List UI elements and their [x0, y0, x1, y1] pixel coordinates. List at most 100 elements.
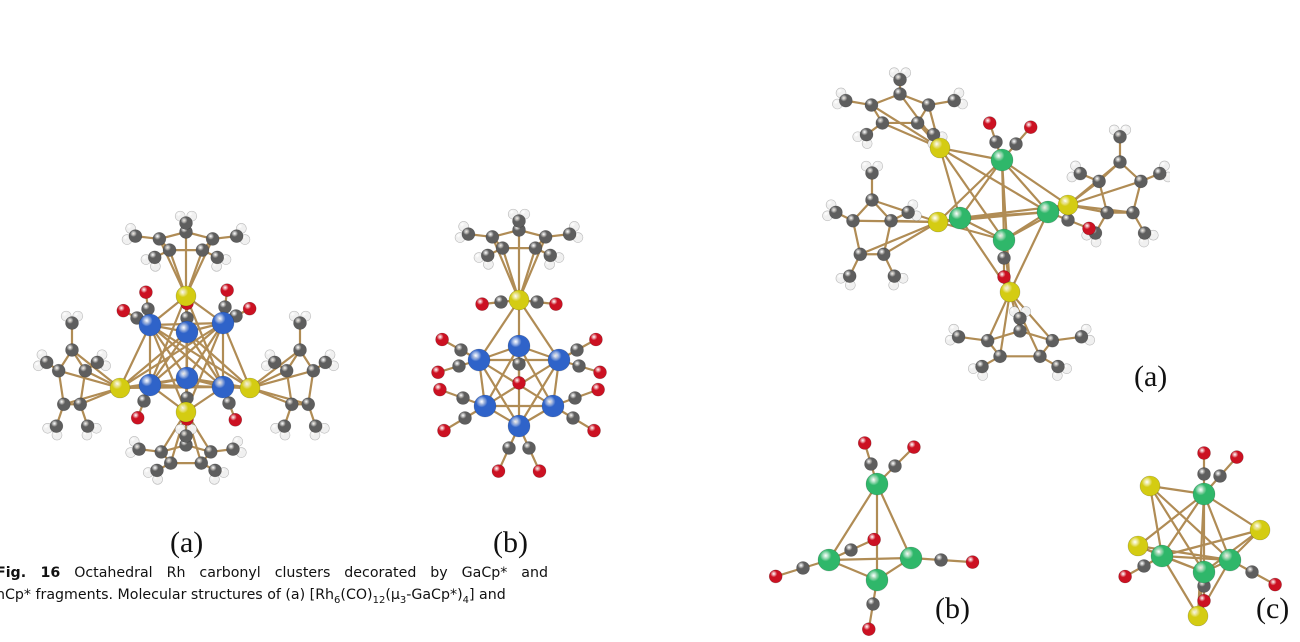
carbon-atom — [454, 343, 468, 357]
carbon-atom — [163, 456, 178, 470]
bond — [148, 323, 188, 414]
oxygen-atom — [431, 365, 445, 380]
carbon-atom — [78, 363, 93, 378]
bond — [477, 298, 521, 362]
carbon-atom — [1100, 205, 1114, 220]
carbon-atom — [853, 247, 868, 262]
blue-atom — [138, 373, 162, 397]
green-atom — [1192, 560, 1216, 584]
blue-atom — [507, 334, 531, 358]
bond — [827, 556, 913, 562]
blue-atom — [507, 414, 531, 438]
carbon-atom — [568, 391, 582, 405]
bond — [1136, 544, 1232, 562]
bond — [859, 220, 940, 256]
carbon-atom — [205, 232, 220, 246]
bond — [148, 294, 188, 387]
blue-atom — [467, 348, 491, 372]
carbon-atom — [284, 397, 299, 412]
bond — [1000, 158, 1012, 294]
oxygen-atom — [1230, 450, 1244, 464]
carbon-atom — [865, 166, 879, 180]
carbon-atom — [90, 355, 105, 370]
oxygen-atom — [242, 301, 257, 316]
carbon-atom — [301, 397, 316, 412]
carbon-atom — [39, 355, 54, 370]
carbon-atom — [566, 411, 580, 425]
carbon-atom — [80, 419, 95, 433]
caption-line1: Octahedral Rh carbonyl clusters decorate… — [74, 565, 548, 581]
green-atom — [948, 206, 972, 230]
atoms — [1118, 446, 1282, 627]
oxygen-atom — [768, 569, 783, 584]
yellow-atom — [109, 377, 131, 399]
carbon-atom — [141, 302, 155, 316]
right-structure-a-svg — [822, 67, 1170, 381]
bond — [1008, 290, 1042, 358]
right-label-b: (b) — [935, 592, 970, 625]
carbon-atom — [226, 442, 240, 456]
yellow-atom — [927, 211, 949, 233]
bond — [1160, 492, 1206, 558]
carbon-atom — [1009, 137, 1023, 151]
carbon-atom — [910, 116, 925, 130]
atoms — [33, 210, 339, 485]
carbon-atom — [1245, 565, 1259, 579]
carbon-atom — [218, 300, 232, 314]
oxygen-atom — [587, 423, 601, 438]
bond — [248, 369, 315, 390]
oxygen-atom — [1197, 446, 1211, 460]
carbon-atom — [543, 248, 558, 263]
right-label-c: (c) — [1256, 592, 1290, 625]
oxygen-atom — [1268, 577, 1282, 592]
carbon-atom — [975, 359, 989, 374]
carbon-atom — [203, 445, 218, 459]
carbon-atom — [796, 561, 810, 575]
bond — [875, 482, 913, 560]
bond — [184, 294, 225, 389]
carbon-atom — [1134, 174, 1148, 189]
yellow-atom — [929, 137, 951, 159]
oxygen-atom — [965, 555, 980, 569]
blue-atom — [211, 311, 235, 335]
bond — [517, 344, 555, 408]
yellow-atom — [175, 285, 197, 307]
carbon-atom — [888, 459, 902, 473]
oxygen-atom — [512, 376, 526, 390]
carbon-atom — [887, 269, 902, 283]
green-atom — [865, 568, 889, 592]
right-structure-a — [790, 0, 1170, 420]
caption-fig-label: Fig. 16 — [0, 565, 61, 581]
carbon-atom — [1137, 559, 1151, 573]
carbon-atom — [921, 98, 936, 112]
bond — [938, 146, 1050, 214]
yellow-atom — [1127, 535, 1149, 557]
left-structure-a — [0, 180, 380, 520]
carbon-atom — [49, 419, 64, 433]
bond — [1148, 484, 1164, 558]
carbon-atom — [530, 295, 544, 309]
blue-atom — [175, 366, 199, 390]
bond — [998, 290, 1012, 358]
bond — [118, 321, 225, 390]
carbon-atom — [876, 247, 891, 262]
blue-atom — [473, 394, 497, 418]
bond — [477, 358, 521, 428]
bond — [1160, 528, 1262, 558]
bond — [517, 358, 561, 428]
carbon-atom — [308, 419, 323, 433]
carbon-atom — [1137, 226, 1152, 240]
carbon-atom — [147, 250, 162, 265]
carbon-atom — [866, 597, 880, 611]
oxygen-atom — [1197, 593, 1211, 608]
carbon-atom — [293, 316, 307, 330]
carbon-atom — [1013, 324, 1027, 338]
carbon-atom — [993, 349, 1007, 364]
oxygen-atom — [435, 332, 449, 347]
carbon-atom — [1113, 155, 1127, 169]
carbon-atom — [893, 72, 907, 87]
carbon-atom — [1045, 333, 1060, 348]
carbon-atom — [267, 355, 282, 370]
green-atom — [817, 548, 841, 572]
oxygen-atom — [437, 423, 451, 438]
